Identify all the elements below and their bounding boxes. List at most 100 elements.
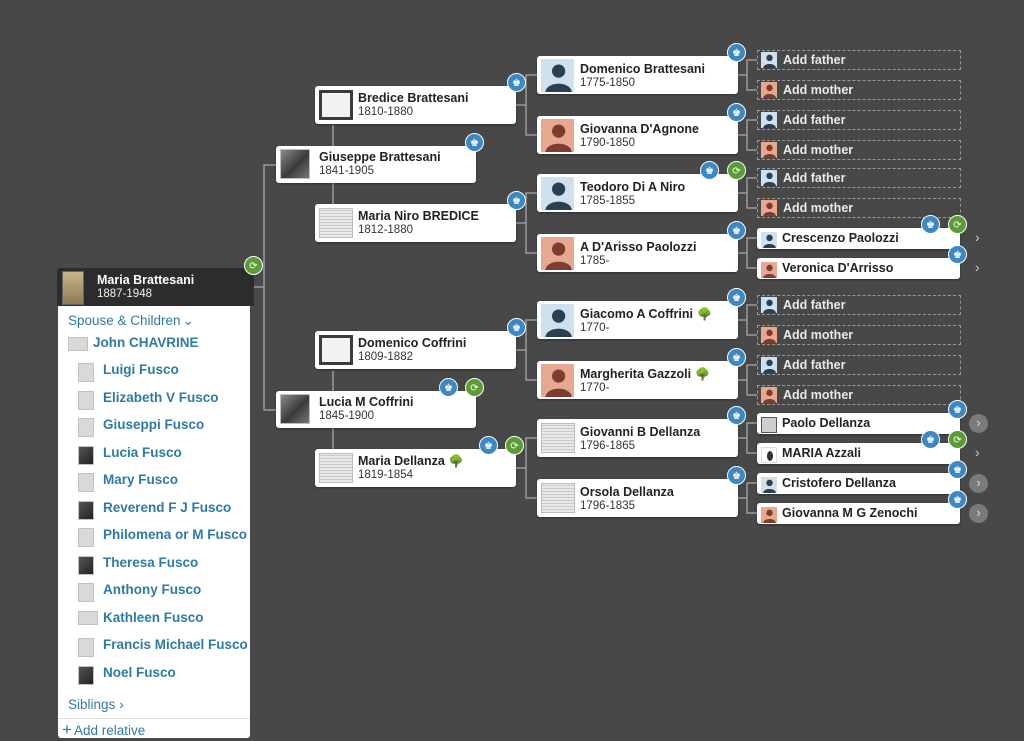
person-name: Paolo Dellanza xyxy=(782,416,871,430)
portrait-photo xyxy=(761,447,777,463)
family-tree-icon[interactable]: ♚ xyxy=(948,400,967,419)
add-father-button[interactable]: Add father xyxy=(757,168,961,188)
child-link[interactable]: Reverend F J Fusco xyxy=(103,499,232,515)
family-tree-icon[interactable]: ♚ xyxy=(727,288,746,307)
father-card[interactable]: Giuseppe Brattesani 1841-1905 xyxy=(276,146,476,183)
child-link[interactable]: Francis Michael Fusco xyxy=(103,637,248,652)
add-mother-button[interactable]: Add mother xyxy=(757,198,961,218)
record-hint-icon[interactable]: ⟳ xyxy=(465,378,484,397)
ancestor-card[interactable]: Giovanna M G Zenochi xyxy=(757,503,960,524)
child-photo xyxy=(78,638,94,657)
expand-chevron-icon[interactable]: › xyxy=(975,259,980,275)
child-link[interactable]: Noel Fusco xyxy=(103,664,176,680)
expand-chevron-icon[interactable]: › xyxy=(969,504,988,523)
family-tree-icon[interactable]: ♚ xyxy=(507,191,526,210)
person-name: Maria Niro BREDICE xyxy=(358,209,479,223)
family-tree-icon[interactable]: ♚ xyxy=(948,245,967,264)
family-tree-icon[interactable]: ♚ xyxy=(727,103,746,122)
expand-chevron-icon[interactable]: › xyxy=(975,444,980,460)
add-father-button[interactable]: Add father xyxy=(757,110,961,130)
great-grandparent-card[interactable]: Giacomo A Coffrini🌳1770- xyxy=(537,301,738,339)
great-grandparent-card[interactable]: Margherita Gazzoli🌳1770- xyxy=(537,361,738,399)
family-tree-icon[interactable]: ♚ xyxy=(727,221,746,240)
male-silhouette-icon xyxy=(761,357,777,373)
add-mother-button[interactable]: Add mother xyxy=(757,140,961,160)
add-mother-button[interactable]: Add mother xyxy=(757,325,961,345)
focus-person-card[interactable]: Maria Brattesani 1887-1948 xyxy=(57,268,254,306)
family-tree-icon[interactable]: ♚ xyxy=(948,460,967,479)
ancestor-card[interactable]: Paolo Dellanza xyxy=(757,413,960,434)
family-tree-icon[interactable]: ♚ xyxy=(479,436,498,455)
person-dates: 1785- xyxy=(580,255,610,267)
family-tree-icon[interactable]: ♚ xyxy=(727,348,746,367)
spouse-children-toggle[interactable]: Spouse & Children⌄ xyxy=(68,313,194,329)
ancestor-card[interactable]: Cristofero Dellanza xyxy=(757,473,960,494)
family-tree-icon[interactable]: ♚ xyxy=(700,161,719,180)
child-link[interactable]: Theresa Fusco xyxy=(103,554,199,570)
record-hint-icon[interactable]: ⟳ xyxy=(244,256,263,275)
child-link[interactable]: Luigi Fusco xyxy=(103,362,179,377)
siblings-toggle[interactable]: Siblings› xyxy=(68,697,124,712)
expand-chevron-icon[interactable]: › xyxy=(975,229,980,245)
family-tree-icon[interactable]: ♚ xyxy=(439,378,458,397)
child-link[interactable]: Giuseppi Fusco xyxy=(103,417,205,432)
mother-card[interactable]: Lucia M Coffrini 1845-1900 xyxy=(276,391,476,428)
child-link[interactable]: Kathleen Fusco xyxy=(103,609,204,625)
child-link[interactable]: Elizabeth V Fusco xyxy=(103,389,219,405)
tree-emoji-icon: 🌳 xyxy=(695,367,711,381)
ancestor-card[interactable]: Crescenzo Paolozzi xyxy=(757,228,960,249)
male-silhouette-icon xyxy=(761,170,777,186)
record-hint-icon[interactable]: ⟳ xyxy=(727,161,746,180)
spouse-children-label: Spouse & Children xyxy=(68,313,181,328)
spouse-link[interactable]: John CHAVRINE xyxy=(93,335,199,350)
add-father-button[interactable]: Add father xyxy=(757,50,961,70)
family-tree-icon[interactable]: ♚ xyxy=(507,318,526,337)
child-link[interactable]: Anthony Fusco xyxy=(103,582,202,597)
family-tree-icon[interactable]: ♚ xyxy=(727,43,746,62)
person-name: Giovanna D'Agnone xyxy=(580,122,699,136)
female-silhouette-icon xyxy=(761,262,777,278)
person-name: Lucia M Coffrini xyxy=(319,395,414,409)
child-link[interactable]: Philomena or M Fusco xyxy=(103,527,248,542)
child-link[interactable]: Mary Fusco xyxy=(103,472,179,487)
add-father-button[interactable]: Add father xyxy=(757,295,961,315)
expand-chevron-icon[interactable]: › xyxy=(969,474,988,493)
family-tree-icon[interactable]: ♚ xyxy=(727,406,746,425)
female-silhouette-icon xyxy=(761,387,777,403)
add-mother-button[interactable]: Add mother xyxy=(757,80,961,100)
person-dates: 1796-1865 xyxy=(580,440,635,452)
family-tree-icon[interactable]: ♚ xyxy=(948,490,967,509)
family-tree-icon[interactable]: ♚ xyxy=(727,466,746,485)
record-hint-icon[interactable]: ⟳ xyxy=(948,215,967,234)
ancestor-card[interactable]: MARIA Azzali xyxy=(757,443,960,464)
child-link[interactable]: Lucia Fusco xyxy=(103,444,182,460)
person-dates: 1819-1854 xyxy=(358,469,413,481)
male-silhouette-icon xyxy=(541,177,574,210)
family-tree-icon[interactable]: ♚ xyxy=(507,73,526,92)
divider xyxy=(58,718,250,719)
add-father-button[interactable]: Add father xyxy=(757,355,961,375)
expand-chevron-icon[interactable]: › xyxy=(969,414,988,433)
grandparent-card[interactable]: Maria Dellanza🌳1819-1854 xyxy=(315,449,516,487)
person-dates: 1775-1850 xyxy=(580,77,635,89)
add-mother-button[interactable]: Add mother xyxy=(757,385,961,405)
family-tree-icon[interactable]: ♚ xyxy=(921,215,940,234)
add-relative-button[interactable]: +Add relative xyxy=(62,720,145,740)
person-name: Maria Dellanza🌳 xyxy=(358,454,464,468)
family-tree-icon[interactable]: ♚ xyxy=(921,430,940,449)
family-tree-icon[interactable]: ♚ xyxy=(465,133,484,152)
ancestor-card[interactable]: Veronica D'Arrisso xyxy=(757,258,960,279)
record-hint-icon[interactable]: ⟳ xyxy=(505,436,524,455)
female-silhouette-icon xyxy=(761,200,777,216)
record-hint-icon[interactable]: ⟳ xyxy=(948,430,967,449)
